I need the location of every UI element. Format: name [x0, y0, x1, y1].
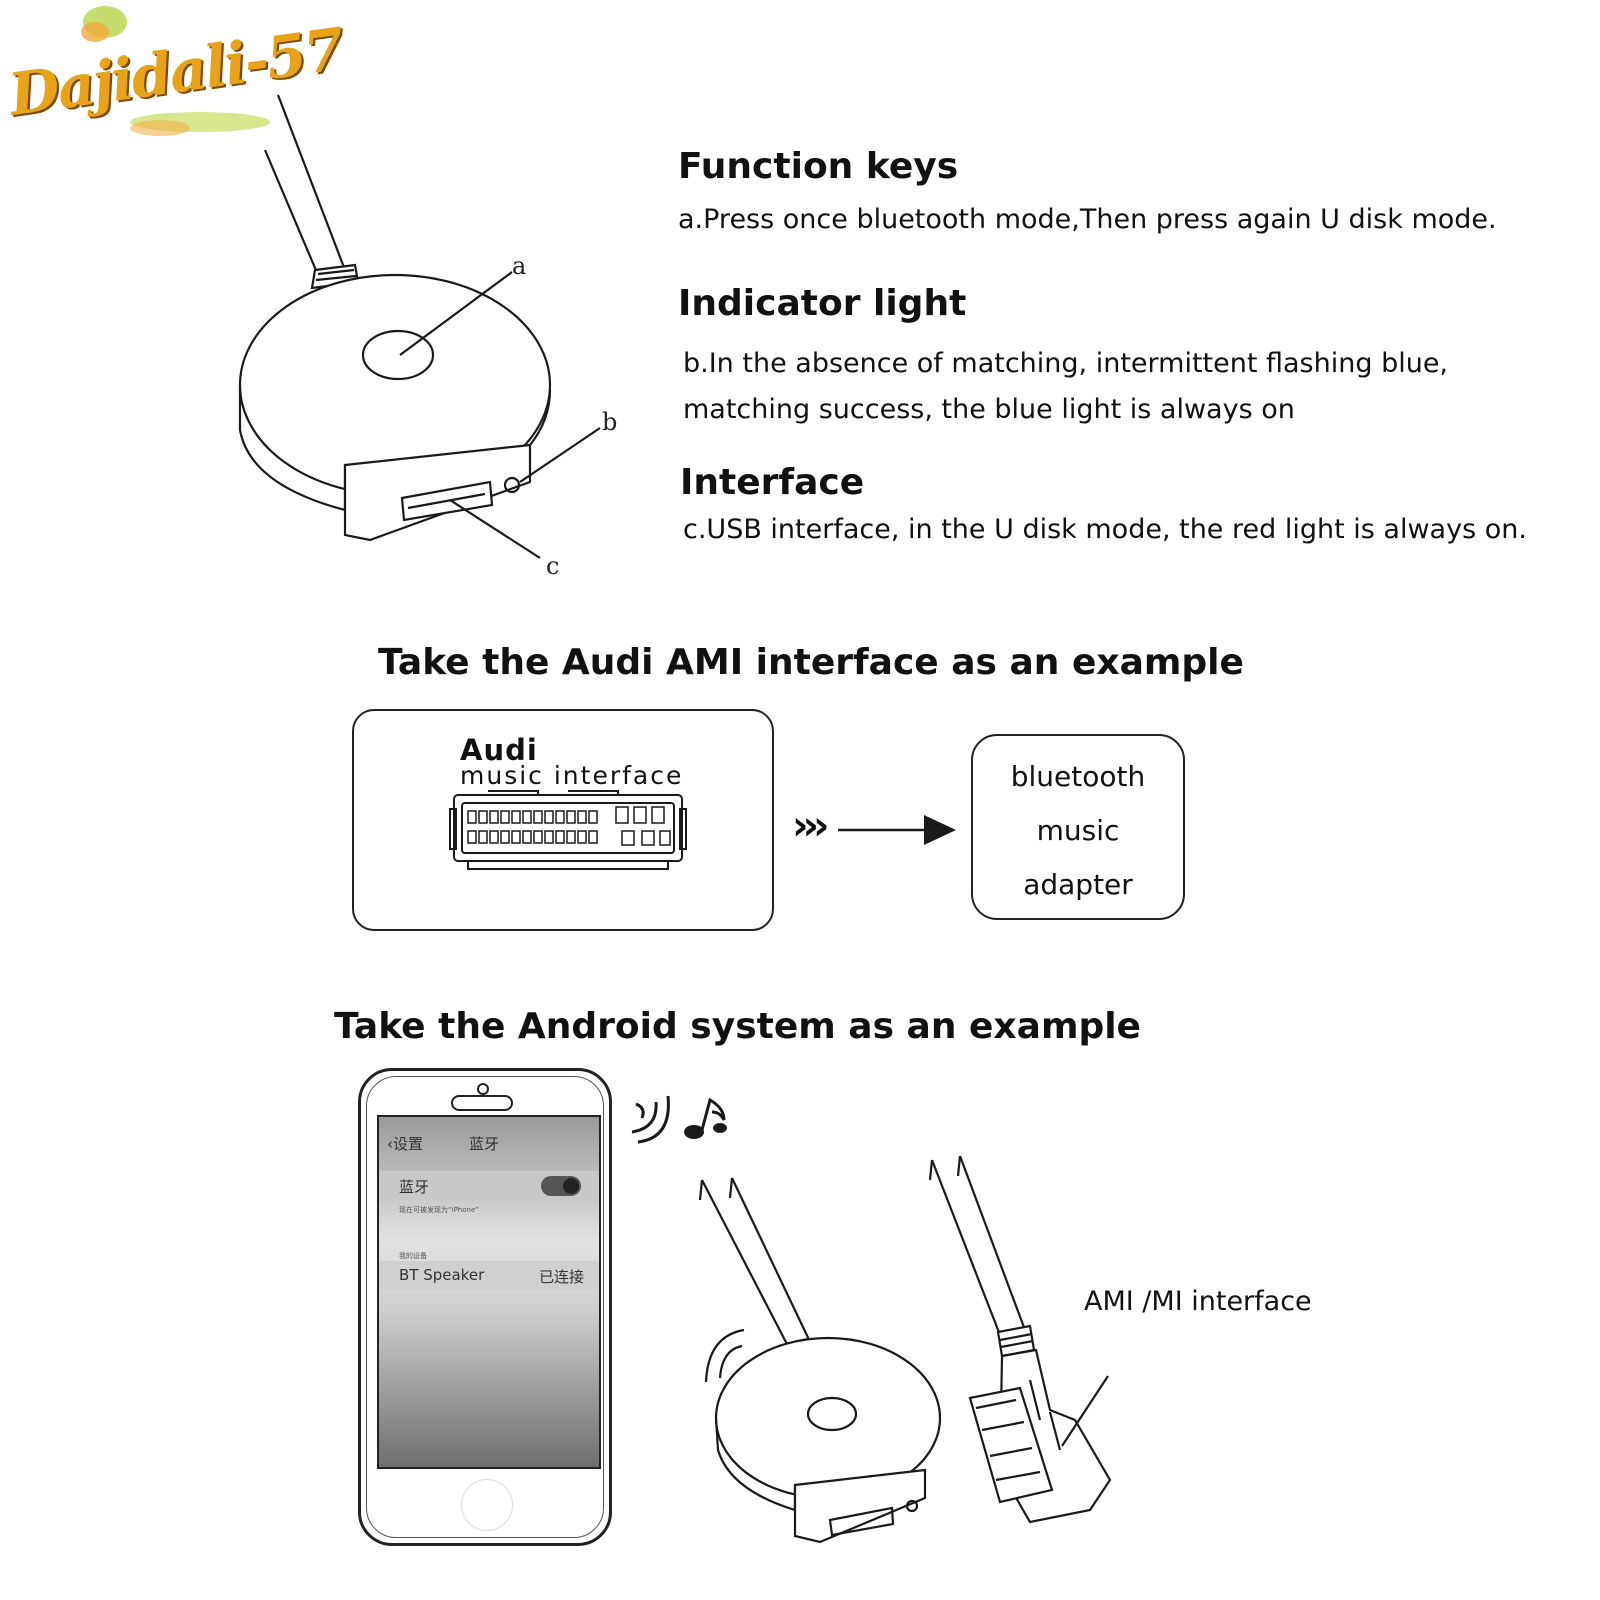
home-button[interactable]: [461, 1479, 513, 1531]
audi-connector-subtitle: music interface: [460, 761, 684, 790]
phone-camera-icon: [477, 1083, 489, 1095]
screen-header-title: 蓝牙: [469, 1135, 500, 1153]
phone-screen: ‹设置 蓝牙 蓝牙 现在可被发现为“iPhone” 我的设备 BT Speake…: [377, 1115, 601, 1469]
audi-connector-title: Audi: [460, 733, 538, 767]
bluetooth-toggle[interactable]: [541, 1176, 581, 1196]
device-row[interactable]: BT Speaker 已连接: [379, 1261, 599, 1289]
audi-connector-box: Audi music interface: [352, 709, 774, 931]
phone: ‹设置 蓝牙 蓝牙 现在可被发现为“iPhone” 我的设备 BT Speake…: [358, 1068, 612, 1546]
bluetooth-label: 蓝牙: [399, 1178, 430, 1196]
indicator-light-title: Indicator light: [678, 283, 967, 324]
visible-hint: 现在可被发现为“iPhone”: [399, 1206, 479, 1214]
device-illustration: [238, 94, 601, 559]
bluetooth-row[interactable]: 蓝牙: [379, 1171, 599, 1201]
label-a: a: [512, 252, 527, 280]
audi-connector-icon: [449, 790, 687, 870]
indicator-light-line2: matching success, the blue light is alwa…: [683, 394, 1295, 425]
ami-interface-label: AMI /MI interface: [1084, 1286, 1312, 1317]
indicator-light-line1: b.In the absence of matching, intermitte…: [683, 348, 1449, 379]
audi-example-heading: Take the Audi AMI interface as an exampl…: [378, 642, 1244, 683]
label-c: c: [546, 552, 560, 580]
phone-speaker-icon: [451, 1095, 513, 1111]
adapter-line-1: bluetooth: [1010, 760, 1146, 793]
function-keys-text: a.Press once bluetooth mode,Then press a…: [678, 204, 1497, 235]
settings-back-link[interactable]: ‹设置: [387, 1135, 423, 1153]
function-keys-title: Function keys: [678, 146, 959, 187]
arrow-chevrons: ›››: [792, 803, 830, 849]
adapter-line-3: adapter: [1023, 868, 1133, 901]
logo-decoration: [81, 6, 270, 136]
wireless-music-icon: [631, 1095, 727, 1144]
toggle-knob: [563, 1178, 579, 1194]
arrow-icon: [838, 815, 956, 845]
interface-text: c.USB interface, in the U disk mode, the…: [683, 514, 1527, 545]
device-name: BT Speaker: [399, 1266, 485, 1284]
adapter-line-2: music: [1036, 814, 1120, 847]
android-example-heading: Take the Android system as an example: [334, 1006, 1141, 1047]
phone-inner-outline: [366, 1076, 604, 1538]
devices-header: 我的设备: [399, 1252, 427, 1260]
watermark-logo: Dajidali-57: [0, 0, 347, 150]
label-b: b: [602, 408, 618, 436]
device-status: 已连接: [539, 1268, 585, 1286]
interface-title: Interface: [680, 462, 865, 503]
bluetooth-adapter-device: [698, 1155, 1112, 1544]
adapter-box: bluetooth music adapter: [971, 734, 1185, 920]
